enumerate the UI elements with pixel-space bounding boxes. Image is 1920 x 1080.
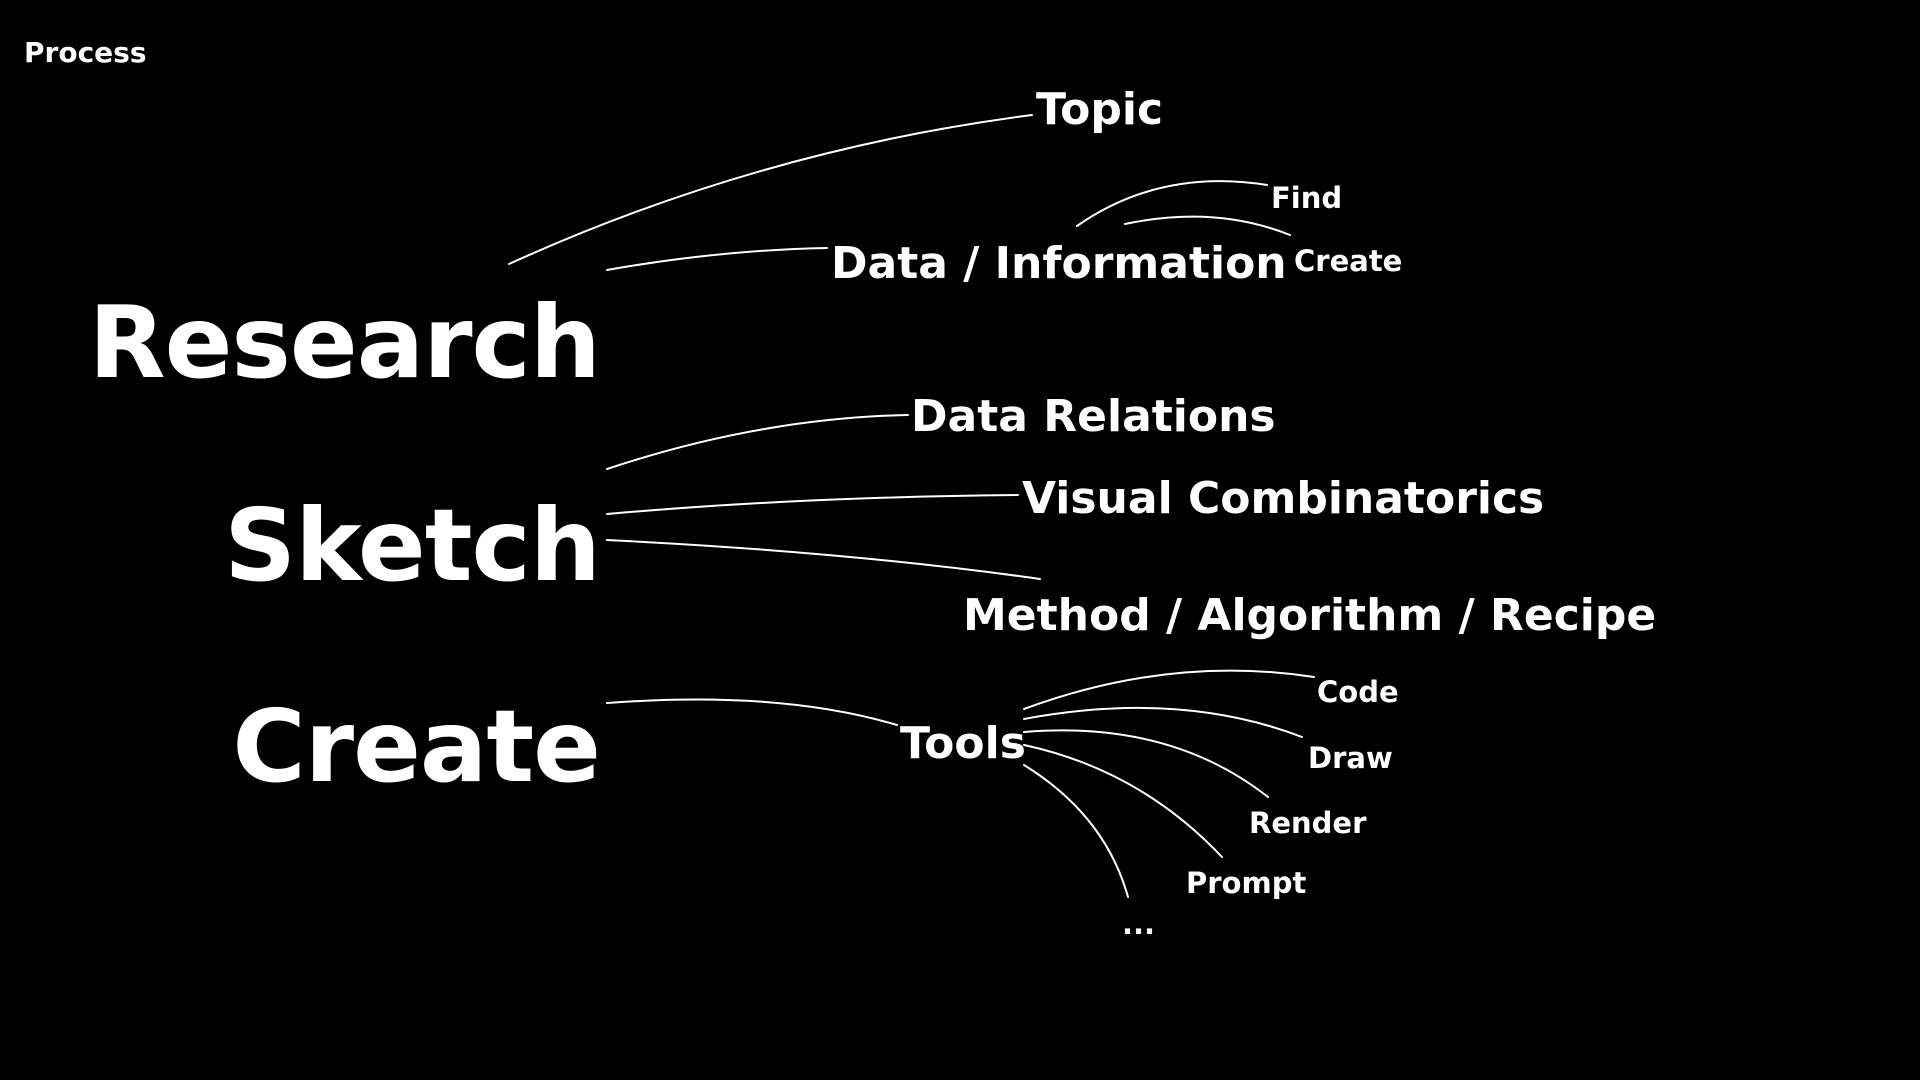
node-tools: Tools <box>900 718 1026 769</box>
node-topic: Topic <box>1036 84 1163 135</box>
node-create-leaf: Create <box>1294 244 1402 278</box>
node-render: Render <box>1249 806 1367 840</box>
node-visual-combinatorics: Visual Combinatorics <box>1022 473 1544 524</box>
connector-tools-draw <box>1023 706 1303 738</box>
connector-data-information-find <box>1076 180 1268 227</box>
node-code: Code <box>1317 675 1399 709</box>
node-draw: Draw <box>1308 741 1393 775</box>
connector-tools-more <box>1023 764 1129 898</box>
node-find: Find <box>1271 181 1342 215</box>
node-sketch: Sketch <box>224 487 600 604</box>
connector-tools-render <box>1023 729 1269 798</box>
node-more: ... <box>1122 907 1155 941</box>
connector-create-tools <box>606 698 898 726</box>
node-prompt: Prompt <box>1186 866 1306 900</box>
connector-tools-code <box>1023 669 1315 710</box>
node-data-relations: Data Relations <box>911 391 1276 442</box>
node-method-algorithm-recipe: Method / Algorithm / Recipe <box>963 590 1656 641</box>
node-data-information: Data / Information <box>831 238 1287 289</box>
connector-sketch-visual-combinatorics <box>606 494 1019 515</box>
connector-research-topic <box>508 114 1033 265</box>
slide-title: Process <box>24 36 147 69</box>
node-create: Create <box>232 688 600 805</box>
connector-sketch-method <box>606 539 1041 580</box>
connector-sketch-data-relations <box>606 414 909 470</box>
node-research: Research <box>89 284 600 401</box>
connector-research-data-information <box>606 247 828 271</box>
connector-tools-prompt <box>1023 744 1223 858</box>
connector-data-information-create <box>1124 215 1291 236</box>
